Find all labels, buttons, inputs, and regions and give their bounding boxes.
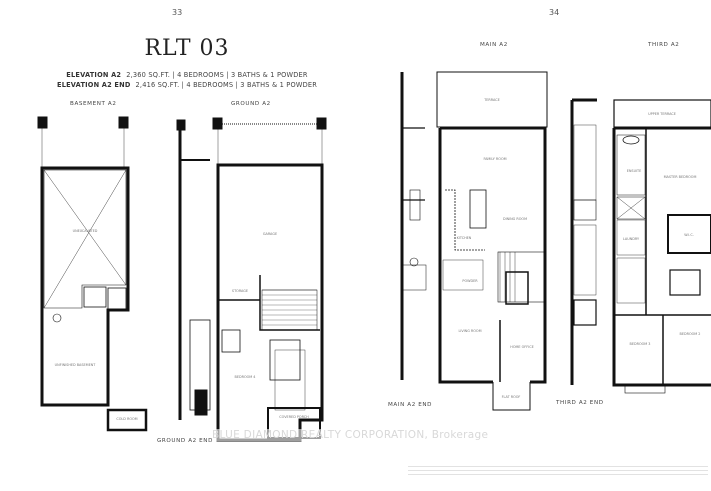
room-bedroom4: BEDROOM 4 [235,375,256,379]
label-third-end: THIRD A2 END [556,400,604,406]
room-bedroom2: BEDROOM 2 [680,332,701,336]
room-porch: COVERED PORCH [279,415,309,419]
label-main-end: MAIN A2 END [388,402,433,408]
room-wic: W.I.C. [684,233,694,237]
elevation-name: ELEVATION A2 [66,71,122,79]
watermark: BLUE DIAMOND REALTY CORPORATION, Brokera… [212,429,489,441]
label-third: THIRD A2 [648,42,680,48]
page-number-right: 34 [549,8,560,17]
elevation-details: 2,360 SQ.FT. | 4 BEDROOMS | 3 BATHS & 1 … [126,71,308,79]
label-basement: BASEMENT A2 [70,101,117,107]
room-living: LIVING ROOM [458,329,481,333]
room-flat-roof: FLAT ROOF [502,395,521,399]
room-laundry: LAUNDRY [623,237,640,241]
room-kitchen: KITCHEN [457,236,472,240]
label-ground-end: GROUND A2 END [157,438,213,444]
basement-plan: UNEXCAVATED UNFINISHED BASEMENT COLD ROO… [37,116,148,432]
model-title: RLT 03 [144,36,230,61]
room-master: MASTER BEDROOM [664,175,697,179]
elevation-name: ELEVATION A2 END [56,81,131,89]
spec-line-a2: ELEVATION A2 2,360 SQ.FT. | 4 BEDROOMS | … [0,71,374,79]
page-number-left: 33 [172,8,183,17]
room-basement: UNFINISHED BASEMENT [55,363,97,367]
room-office: HOME OFFICE [510,345,533,349]
main-plan: TERRACE FAMILY ROOM DINING ROOM KITCHEN … [436,71,548,411]
main-end-plan [400,72,427,380]
elevation-details: 2,416 SQ.FT. | 4 BEDROOMS | 3 BATHS & 1 … [135,81,318,89]
room-bedroom3: BEDROOM 3 [630,342,651,346]
ground-end-plan [176,119,211,420]
room-cold-room: COLD ROOM [116,417,137,421]
room-powder: POWDER [462,279,478,283]
ground-plan: GARAGE STORAGE BEDROOM 4 COVERED PORCH [212,117,327,442]
room-dining: DINING ROOM [503,217,527,221]
room-ensuite: ENSUITE [627,169,642,173]
third-end-plan [570,98,597,385]
label-ground: GROUND A2 [231,101,271,107]
room-storage: STORAGE [232,289,248,293]
spec-line-a2-end: ELEVATION A2 END 2,416 SQ.FT. | 4 BEDROOM… [0,81,374,89]
fine-print [408,466,708,480]
room-upper-terrace: UPPER TERRACE [648,112,676,116]
room-terrace: TERRACE [483,98,500,102]
third-plan: UPPER TERRACE MASTER BEDROOM ENSUITE LAU… [612,99,711,394]
room-garage: GARAGE [263,232,277,236]
room-family: FAMILY ROOM [483,157,506,161]
room-unexcavated: UNEXCAVATED [73,229,98,233]
label-main: MAIN A2 [480,42,508,48]
